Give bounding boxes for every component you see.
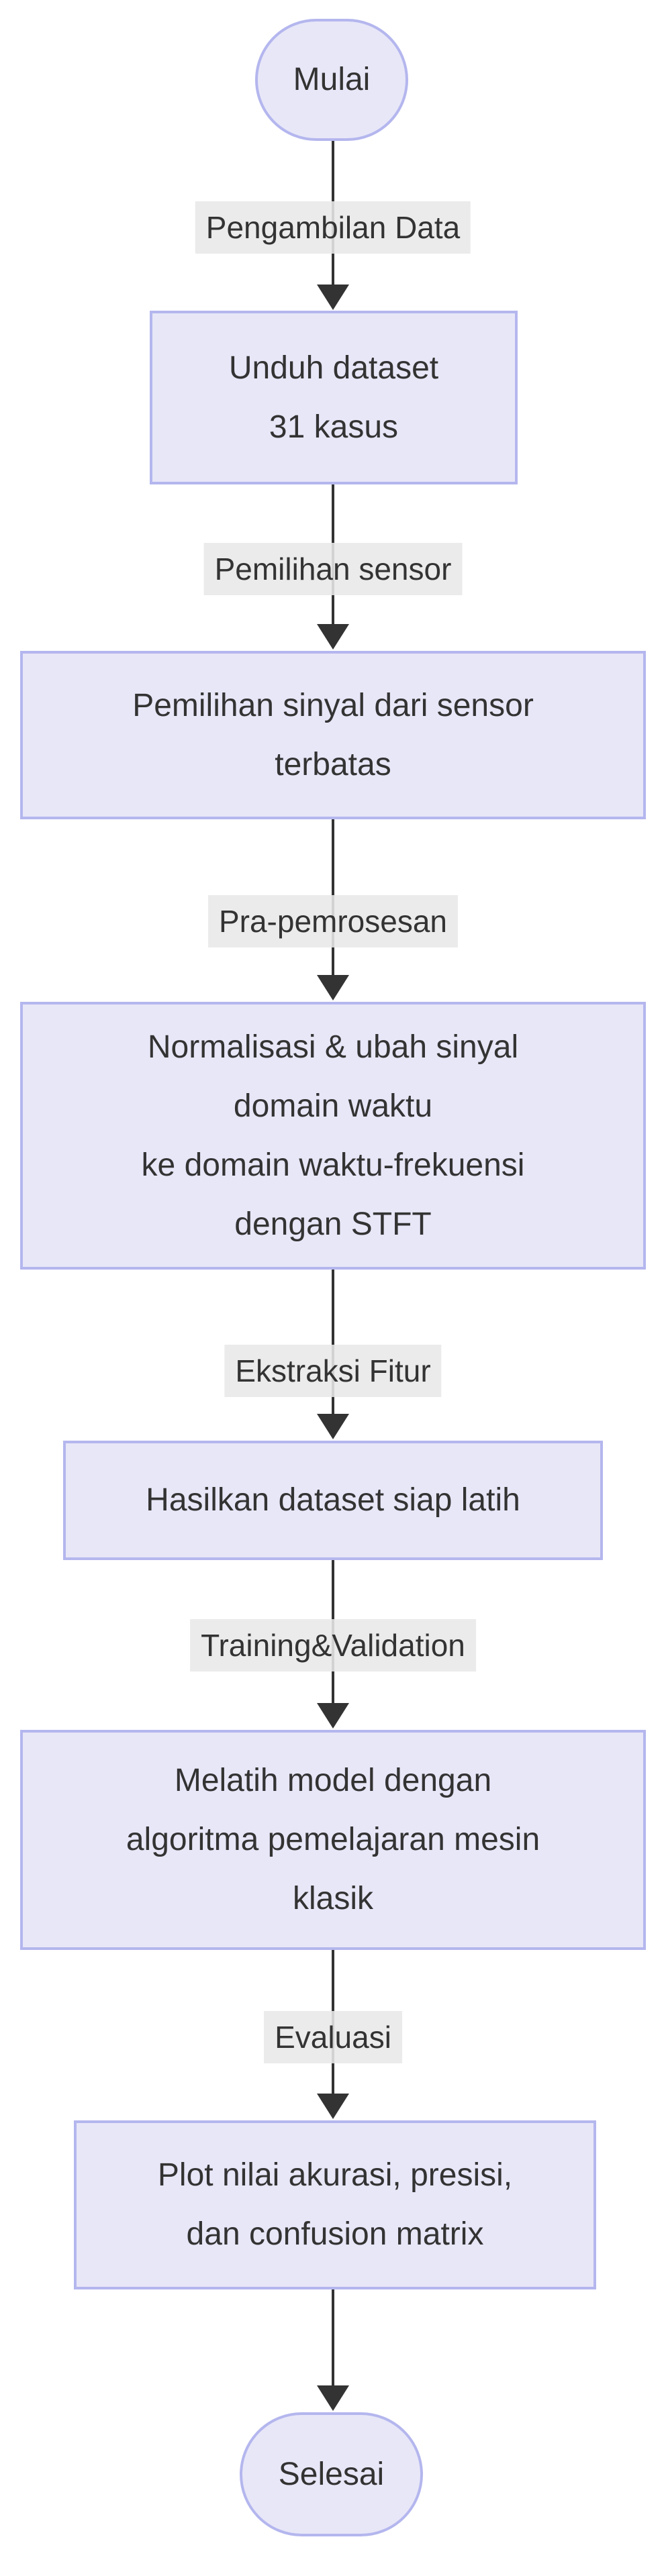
arrowhead-icon — [317, 2094, 349, 2119]
node-label: Selesai — [278, 2456, 385, 2492]
arrow-edge-7 — [317, 2289, 349, 2411]
node-label: Normalisasi & ubah sinyal domain waktu k… — [141, 1029, 525, 1242]
process-box-dataset-siap-latih: Hasilkan dataset siap latih — [63, 1441, 603, 1560]
node-label: Melatih model dengan algoritma pemelajar… — [126, 1763, 540, 1916]
edge-label-pra-pemrosesan: Pra-pemrosesan — [207, 895, 459, 947]
edge-label-pengambilan-data: Pengambilan Data — [195, 201, 471, 254]
node-label: Mulai — [293, 62, 371, 97]
arrowhead-icon — [317, 2385, 349, 2411]
process-box-normalisasi-stft: Normalisasi & ubah sinyal domain waktu k… — [20, 1002, 646, 1270]
end-node: Selesai — [240, 2412, 423, 2536]
arrowhead-icon — [317, 285, 349, 310]
arrowhead-icon — [317, 624, 349, 650]
edge-line — [332, 2289, 334, 2385]
edge-line — [332, 1270, 334, 1414]
process-box-unduh-dataset: Unduh dataset 31 kasus — [150, 311, 518, 484]
edge-label-evaluasi: Evaluasi — [264, 2011, 402, 2063]
edge-label-pemilihan-sensor: Pemilihan sensor — [203, 543, 463, 595]
arrowhead-icon — [317, 975, 349, 1000]
edge-label-training-validation: Training&Validation — [190, 1619, 476, 1671]
start-node: Mulai — [255, 19, 408, 141]
process-box-pemilihan-sinyal: Pemilihan sinyal dari sensor terbatas — [20, 651, 646, 819]
edge-label-ekstraksi-fitur: Ekstraksi Fitur — [224, 1345, 442, 1397]
process-box-plot-evaluasi: Plot nilai akurasi, presisi, dan confusi… — [74, 2120, 596, 2289]
node-label: Plot nilai akurasi, presisi, dan confusi… — [157, 2157, 513, 2252]
arrowhead-icon — [317, 1414, 349, 1439]
node-label: Hasilkan dataset siap latih — [146, 1482, 520, 1518]
arrowhead-icon — [317, 1703, 349, 1729]
node-label: Unduh dataset 31 kasus — [228, 350, 439, 445]
process-box-melatih-model: Melatih model dengan algoritma pemelajar… — [20, 1730, 646, 1950]
arrow-edge-4 — [317, 1270, 349, 1439]
node-label: Pemilihan sinyal dari sensor terbatas — [132, 687, 534, 782]
